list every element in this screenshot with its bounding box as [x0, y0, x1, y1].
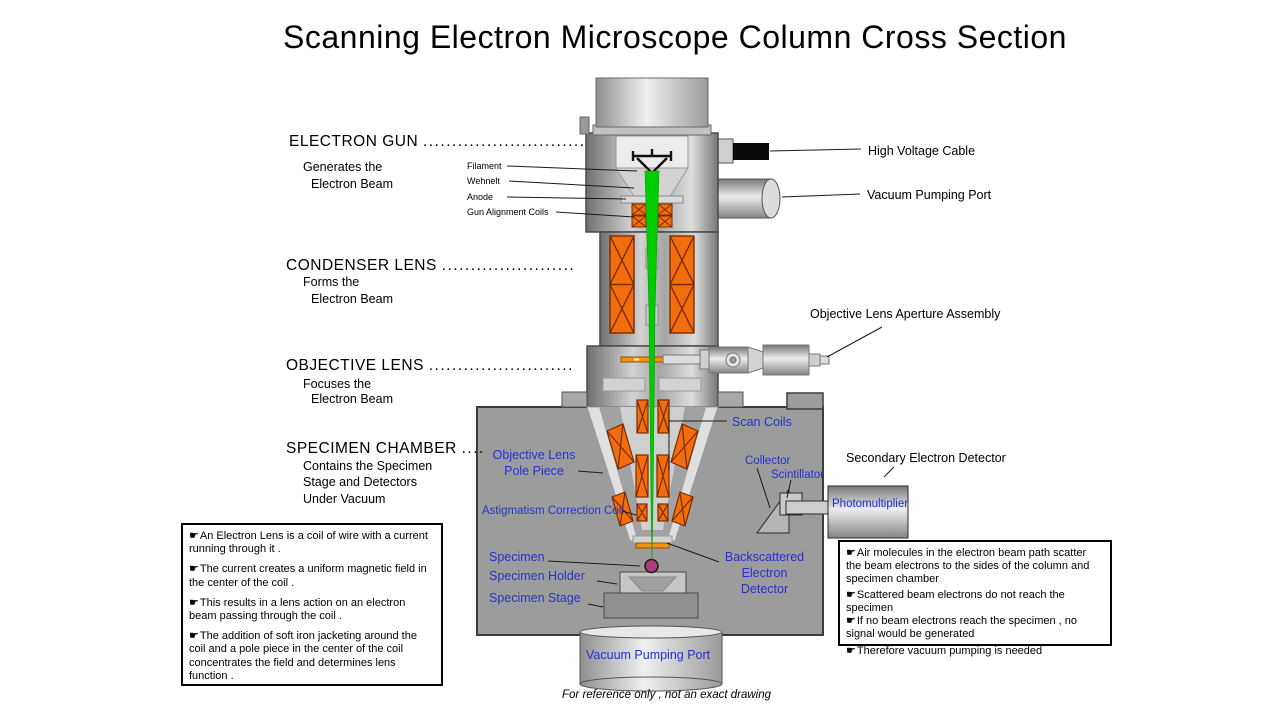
pointing-hand-bullet-icon: ☛: [846, 614, 856, 627]
filament-label: Filament: [467, 161, 502, 171]
note-item: ☛An Electron Lens is a coil of wire with…: [189, 530, 435, 556]
condenser-lens-drawing: [599, 231, 719, 347]
pointing-hand-bullet-icon: ☛: [189, 630, 199, 643]
astigmatism-coil-label: Astigmatism Correction Coil: [482, 505, 624, 517]
wehnelt-label: Wehnelt: [467, 176, 500, 186]
vacuum-note-box: ☛Air molecules in the electron beam path…: [838, 540, 1112, 657]
anode-label: Anode: [467, 192, 494, 202]
scan-coils-label: Scan Coils: [732, 415, 792, 429]
note-text: Scattered beam electrons do not reach th…: [846, 588, 1065, 614]
aperture-assembly-drawing: [620, 344, 830, 376]
collector-label: Collector: [745, 455, 791, 467]
objective-desc-2: Electron Beam: [311, 392, 393, 406]
gun-alignment-coils-label: Gun Alignment Coils: [467, 207, 549, 217]
section-electron-gun: ELECTRON GUN ...........................…: [289, 133, 586, 151]
bsd-label-line3: Detector: [740, 582, 789, 596]
note-text: An Electron Lens is a coil of wire with …: [189, 530, 428, 556]
bsd-label-line1: Backscattered: [724, 550, 805, 564]
aperture-assembly-label: Objective Lens Aperture Assembly: [810, 307, 1001, 321]
electron-gun-desc-1: Generates the: [303, 160, 383, 174]
section-objective-lens-label: OBJECTIVE LENS: [286, 357, 424, 374]
pole-piece-label-line2: Pole Piece: [504, 464, 564, 478]
pointing-hand-bullet-icon: ☛: [189, 530, 199, 542]
gun-alignment-coils-drawing: [631, 203, 673, 228]
note-item: ☛Therefore vacuum pumping is needed: [846, 645, 1104, 658]
photomultiplier-label: Photomultiplier: [832, 498, 909, 510]
section-condenser-lens-label: CONDENSER LENS: [286, 257, 437, 274]
condenser-desc-2: Electron Beam: [311, 292, 393, 306]
note-text: The current creates a uniform magnetic f…: [189, 563, 427, 589]
note-item: ☛If no beam electrons reach the specimen…: [846, 615, 1104, 641]
pointing-hand-bullet-icon: ☛: [846, 588, 856, 601]
secondary-electron-detector-drawing: [756, 485, 909, 539]
note-text: Air molecules in the electron beam path …: [846, 547, 1090, 586]
note-item: ☛Scattered beam electrons do not reach t…: [846, 589, 1104, 615]
section-specimen-chamber-label: SPECIMEN CHAMBER: [286, 440, 457, 457]
high-voltage-cable-label: High Voltage Cable: [868, 144, 976, 158]
pointing-hand-bullet-icon: ☛: [189, 563, 199, 576]
pointing-hand-bullet-icon: ☛: [846, 547, 856, 559]
specimen-dot: [644, 558, 659, 574]
anode-plate: [620, 195, 649, 204]
section-specimen-chamber: SPECIMEN CHAMBER ....: [286, 440, 485, 458]
pointing-hand-bullet-icon: ☛: [846, 645, 856, 658]
vacuum-pumping-port-bottom-label: Vacuum Pumping Port: [586, 648, 711, 662]
leader-dots: .......................: [441, 257, 576, 274]
section-condenser-lens: CONDENSER LENS .......................: [286, 257, 575, 275]
electron-lens-note-box: ☛An Electron Lens is a coil of wire with…: [181, 523, 443, 686]
electron-gun-interior: [615, 135, 689, 228]
scintillator-label: Scintillator: [771, 469, 825, 481]
chamber-desc-2: Stage and Detectors: [303, 475, 417, 489]
filament-symbol: [631, 149, 673, 173]
electron-beam: [644, 170, 660, 562]
leader-dots: ....: [461, 440, 485, 457]
section-objective-lens: OBJECTIVE LENS .........................: [286, 357, 574, 375]
chamber-desc-3: Under Vacuum: [303, 492, 386, 506]
note-item: ☛Air molecules in the electron beam path…: [846, 547, 1104, 587]
note-text: The addition of soft iron jacketing arou…: [189, 630, 417, 682]
specimen-assembly: [603, 558, 699, 619]
scan-and-objective-coils: [606, 399, 699, 527]
page-title: Scanning Electron Microscope Column Cros…: [283, 19, 1067, 55]
specimen-holder-label: Specimen Holder: [489, 569, 585, 583]
electron-gun-desc-2: Electron Beam: [311, 177, 393, 191]
leader-lines: [506, 148, 895, 608]
backscattered-detector-label: Backscattered Electron Detector: [717, 549, 812, 597]
high-voltage-connector: [716, 138, 769, 164]
reference-footnote: For reference only , not an exact drawin…: [562, 689, 772, 701]
section-electron-gun-label: ELECTRON GUN: [289, 133, 419, 150]
top-vacuum-port-drawing: [716, 178, 781, 219]
pole-piece-label-line1: Objective Lens: [492, 448, 576, 462]
note-item: ☛This results in a lens action on an ele…: [189, 597, 435, 623]
bsd-label-line2: Electron: [741, 566, 788, 580]
pole-piece-label: Objective Lens Pole Piece: [486, 447, 582, 479]
note-text: Therefore vacuum pumping is needed: [856, 645, 1043, 658]
specimen-stage-label: Specimen Stage: [489, 591, 581, 605]
condenser-desc-1: Forms the: [303, 275, 360, 289]
secondary-electron-detector-label: Secondary Electron Detector: [846, 451, 1006, 465]
note-item: ☛The addition of soft iron jacketing aro…: [189, 630, 435, 683]
leader-dots: .........................: [428, 357, 574, 374]
photomultiplier-box: [827, 485, 909, 539]
leader-dots: ............................: [422, 133, 586, 150]
vacuum-pumping-port-top-label: Vacuum Pumping Port: [867, 188, 992, 202]
objective-desc-1: Focuses the: [303, 377, 372, 391]
specimen-label: Specimen: [489, 550, 545, 564]
chamber-desc-1: Contains the Specimen: [303, 459, 433, 473]
note-item: ☛The current creates a uniform magnetic …: [189, 563, 435, 589]
pointing-hand-bullet-icon: ☛: [189, 596, 199, 609]
bottom-vacuum-port-drawing: [579, 625, 723, 692]
note-text: This results in a lens action on an elec…: [189, 596, 406, 622]
note-text: If no beam electrons reach the specimen …: [846, 614, 1077, 641]
